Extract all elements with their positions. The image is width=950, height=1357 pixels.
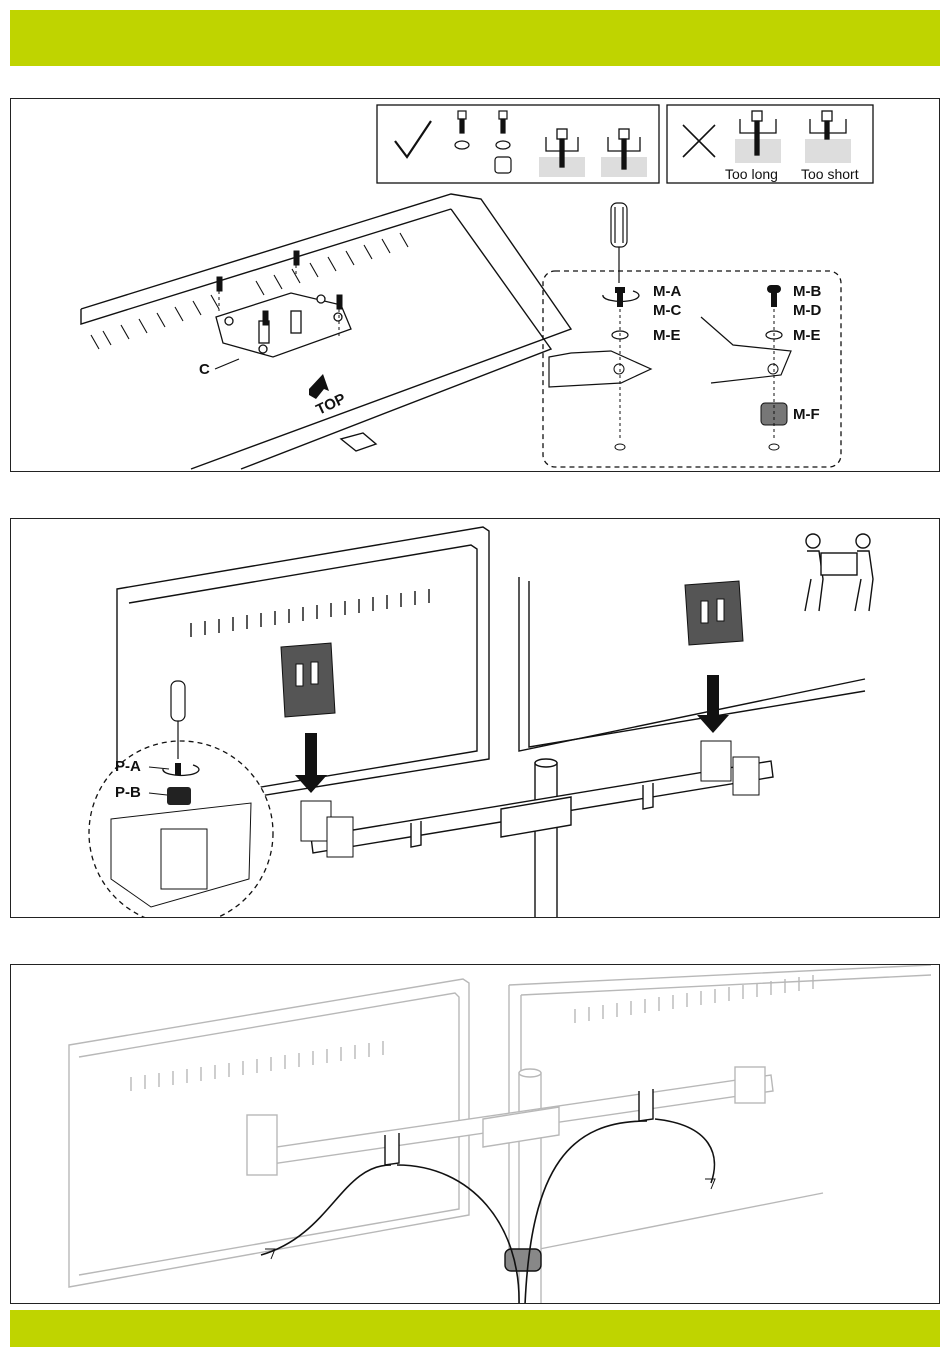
header-accent-band bbox=[10, 10, 940, 66]
hardware-detail-callout: M-A M-C M-E M-B M-D M-E M-F bbox=[543, 203, 841, 467]
step-panel-hang-monitors: P-A P-B bbox=[10, 518, 940, 918]
too-long-caption: Too long bbox=[725, 166, 778, 182]
pole bbox=[535, 759, 557, 918]
monitor-vesa-plate-left bbox=[281, 643, 335, 717]
too-short-caption: Too short bbox=[801, 166, 859, 182]
crossbar-faded bbox=[247, 1067, 773, 1175]
step-panel-attach-vesa-plate: C TOP Too long Too short bbox=[10, 98, 940, 472]
label-m-f: M-F bbox=[793, 406, 820, 423]
label-m-e: M-E bbox=[653, 327, 681, 344]
footer-accent-band bbox=[10, 1310, 940, 1347]
cable-plug-right bbox=[705, 1179, 715, 1189]
down-arrow-icon-right bbox=[697, 675, 729, 733]
incorrect-screws-box: Too long Too short bbox=[667, 105, 873, 183]
vesa-plate-illustration: C TOP Too long Too short bbox=[11, 99, 940, 472]
label-p-b: P-B bbox=[115, 784, 141, 801]
label-m-b: M-B bbox=[793, 283, 821, 300]
bracket-left bbox=[301, 801, 353, 857]
label-m-a: M-A bbox=[653, 283, 681, 300]
label-c: C bbox=[199, 361, 210, 378]
hang-monitors-illustration: P-A P-B bbox=[11, 519, 940, 918]
label-m-c: M-C bbox=[653, 302, 681, 319]
correct-screws-box bbox=[377, 105, 659, 183]
label-m-d: M-D bbox=[793, 302, 821, 319]
two-person-lift-icon bbox=[805, 534, 873, 611]
down-arrow-icon-left bbox=[295, 733, 327, 793]
cable-management-illustration bbox=[11, 965, 940, 1304]
step-panel-cable-management bbox=[10, 964, 940, 1304]
monitor-vesa-plate-right bbox=[685, 581, 743, 645]
vesa-plate-c bbox=[216, 293, 351, 357]
label-m-e-right: M-E bbox=[793, 327, 821, 344]
label-p-a: P-A bbox=[115, 758, 141, 775]
top-arrow-icon: TOP bbox=[309, 374, 348, 419]
